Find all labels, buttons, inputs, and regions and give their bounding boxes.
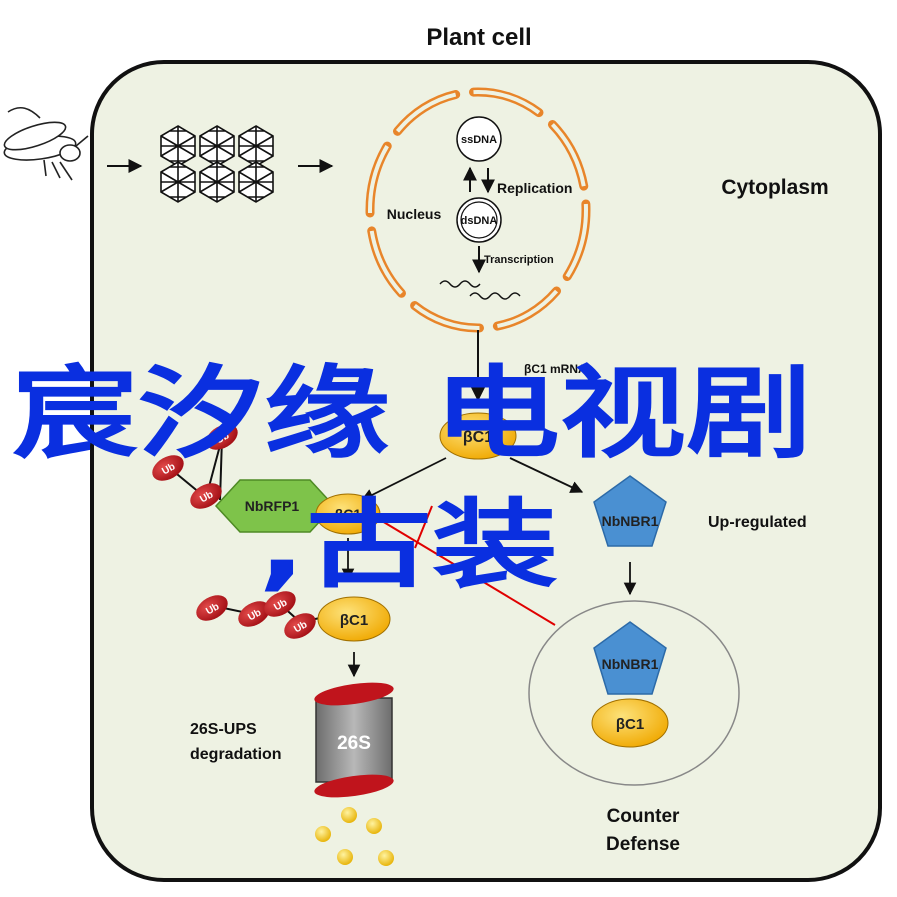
arrow-to-nbrfp1 (360, 457, 447, 501)
nbnbr1-protein-top: NbNBR1 (593, 475, 667, 547)
svg-text:βC1: βC1 (463, 429, 493, 446)
transcription-label: Transcription (484, 254, 554, 266)
up-regulated-label: Up-regulated (708, 514, 807, 531)
plant-cell-membrane (90, 60, 882, 882)
nbnbr1-complex-circle (528, 600, 740, 786)
nucleus-label: Nucleus (387, 206, 442, 222)
ub-chain-top: Ub Ub Ub (152, 424, 238, 509)
counter-defense-label-2: Defense (606, 834, 680, 855)
dsdna-circle: dsDNA (456, 197, 502, 243)
svg-text:ssDNA: ssDNA (461, 134, 497, 146)
replication-label: Replication (497, 180, 572, 196)
whitefly-icon (3, 106, 89, 181)
inhibition-line-2 (414, 505, 433, 549)
svg-text:βC1: βC1 (616, 716, 644, 733)
bc1-mrna-label: βC1 mRNA (524, 362, 587, 376)
nbnbr1-protein-bottom: NbNBR1 (593, 621, 667, 695)
svg-text:NbNBR1: NbNBR1 (602, 656, 659, 672)
proteasome-icon: 26S (314, 682, 394, 798)
ub-chain-bottom: Ub Ub Ub Ub (196, 591, 321, 639)
svg-text:βC1: βC1 (335, 506, 362, 522)
bc1-protein-ub: βC1 (317, 596, 391, 642)
counter-defense-label-1: Counter (607, 806, 680, 827)
bc1-protein-complex: βC1 (591, 698, 669, 748)
degradation-label-2: degradation (190, 746, 282, 763)
mrna-squiggle (439, 280, 521, 300)
watermark-line-1: 宸汐缘 电视剧 (12, 355, 812, 472)
virus-particle-icon (160, 125, 274, 203)
svg-text:dsDNA: dsDNA (461, 215, 498, 227)
svg-text:NbRFP1: NbRFP1 (245, 498, 300, 514)
cytoplasm-label: Cytoplasm (721, 176, 828, 199)
ssdna-circle: ssDNA (456, 116, 502, 162)
svg-text:26S: 26S (337, 733, 371, 754)
page-title: Plant cell (426, 24, 531, 51)
nucleus-envelope-inner (368, 90, 588, 330)
svg-text:NbNBR1: NbNBR1 (602, 513, 659, 529)
bc1-protein-top: βC1 (439, 412, 517, 460)
arrow-to-nbnbr1 (509, 457, 584, 493)
degradation-label-1: 26S-UPS (190, 721, 257, 738)
watermark-line-2: ,古装 (258, 489, 558, 601)
svg-text:βC1: βC1 (340, 612, 368, 629)
bc1-protein-left: βC1 (315, 493, 381, 535)
inhibition-line (371, 514, 556, 626)
peptide-fragment-icon (315, 807, 394, 866)
